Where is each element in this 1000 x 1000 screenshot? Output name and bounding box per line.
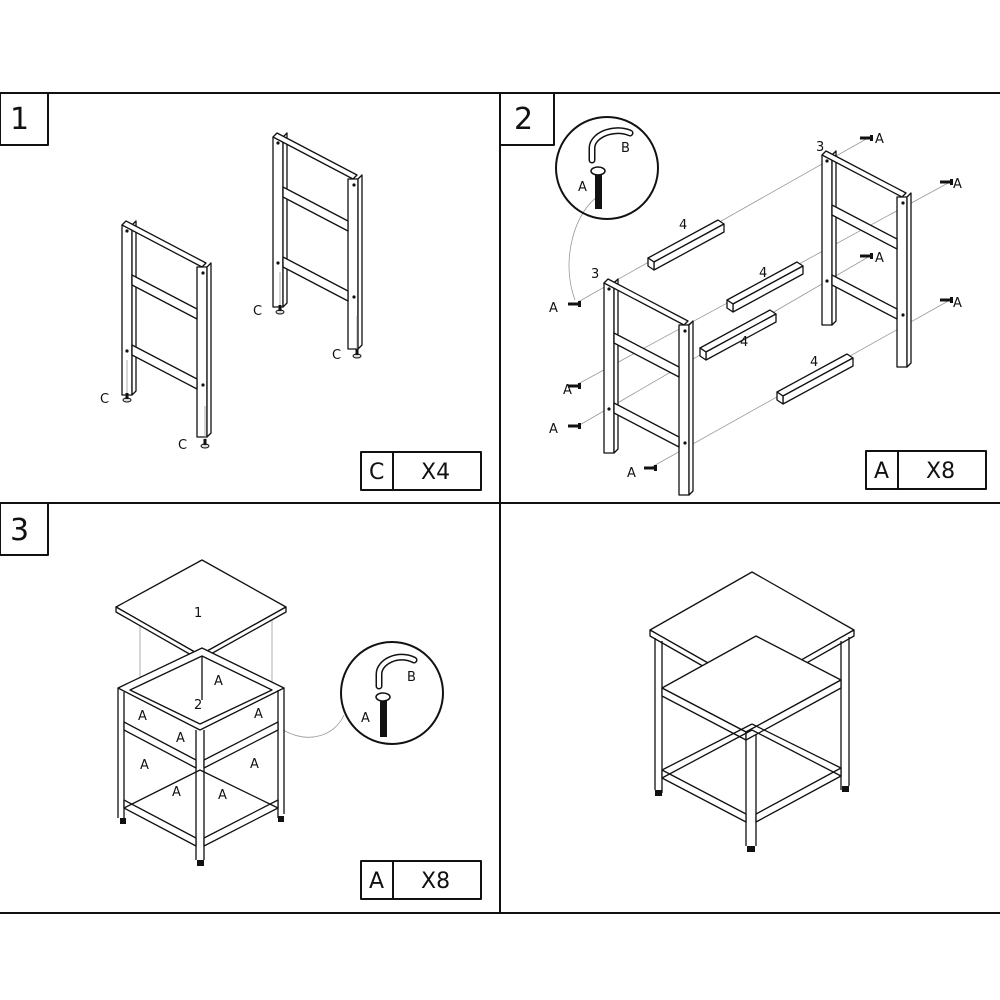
- part-label: A: [875, 132, 884, 147]
- part-label: C: [100, 392, 109, 407]
- finished-end-table: [649, 571, 855, 852]
- part-label: A: [953, 296, 962, 311]
- part-label: A: [361, 711, 370, 726]
- part-label: A: [176, 731, 185, 746]
- part-label: A: [254, 707, 263, 722]
- step-3-panel: 3 1: [0, 502, 482, 900]
- part-label: 3: [591, 267, 599, 282]
- table-top-panel: 1: [115, 559, 287, 661]
- legend-count: X4: [421, 460, 450, 485]
- step-1-number-box: 1: [0, 92, 49, 146]
- legend-count: X8: [926, 459, 955, 484]
- hardware-legend: A X8: [865, 450, 987, 490]
- part-label: A: [875, 251, 884, 266]
- part-label: 4: [740, 335, 748, 350]
- hardware-detail-callout: B A: [340, 641, 444, 745]
- step-2-panel: 2 4 4 4 4 3 3 A A A A A: [499, 92, 987, 496]
- side-frame-front: [603, 278, 694, 496]
- assembled-frame: 2: [117, 647, 285, 866]
- part-label: A: [218, 788, 227, 803]
- bolt: [644, 465, 657, 471]
- bolt-markers: A A A A A A A A: [138, 674, 263, 803]
- part-label: A: [578, 180, 587, 195]
- part-label: 4: [759, 266, 767, 281]
- bolt: [568, 301, 581, 307]
- part-label: A: [563, 383, 572, 398]
- legend-letter: C: [369, 460, 384, 485]
- part-label: A: [250, 757, 259, 772]
- part-label: A: [549, 422, 558, 437]
- hardware-legend: C X4: [360, 451, 482, 491]
- side-frame-right: [272, 132, 363, 350]
- part-label: 1: [194, 606, 202, 621]
- part-label: A: [214, 674, 223, 689]
- part-label: C: [253, 304, 262, 319]
- bolt-icon: [590, 166, 606, 176]
- bolt: [860, 135, 873, 141]
- step-1-panel: 1 C C C C C X4: [0, 92, 482, 491]
- part-label: 2: [194, 698, 202, 713]
- step-3-number-box: 3: [0, 502, 49, 556]
- part-label: A: [172, 785, 181, 800]
- part-label: A: [549, 301, 558, 316]
- step-2-number-box: 2: [499, 92, 555, 146]
- side-frame-left: [121, 220, 212, 438]
- part-label: 4: [810, 355, 818, 370]
- part-label: A: [140, 758, 149, 773]
- part-label: 3: [816, 140, 824, 155]
- part-label: 4: [679, 218, 687, 233]
- step-number: 2: [514, 102, 533, 137]
- bolt: [568, 423, 581, 429]
- legend-count: X8: [421, 869, 450, 894]
- part-label: A: [953, 177, 962, 192]
- part-label: B: [621, 141, 630, 156]
- side-frame-back: [821, 150, 912, 368]
- part-label: A: [138, 709, 147, 724]
- part-label: C: [332, 348, 341, 363]
- legend-letter: A: [369, 869, 384, 894]
- step-number: 1: [10, 102, 29, 137]
- hardware-legend: A X8: [360, 860, 482, 900]
- hardware-detail-callout: B A: [555, 116, 659, 220]
- legend-letter: A: [874, 459, 889, 484]
- part-label: B: [407, 670, 416, 685]
- step-number: 3: [10, 513, 29, 548]
- bolt-icon: [375, 692, 391, 702]
- part-label: C: [178, 438, 187, 453]
- part-label: A: [627, 466, 636, 481]
- final-assembly-panel: [649, 571, 855, 852]
- rail-beam: [699, 309, 777, 361]
